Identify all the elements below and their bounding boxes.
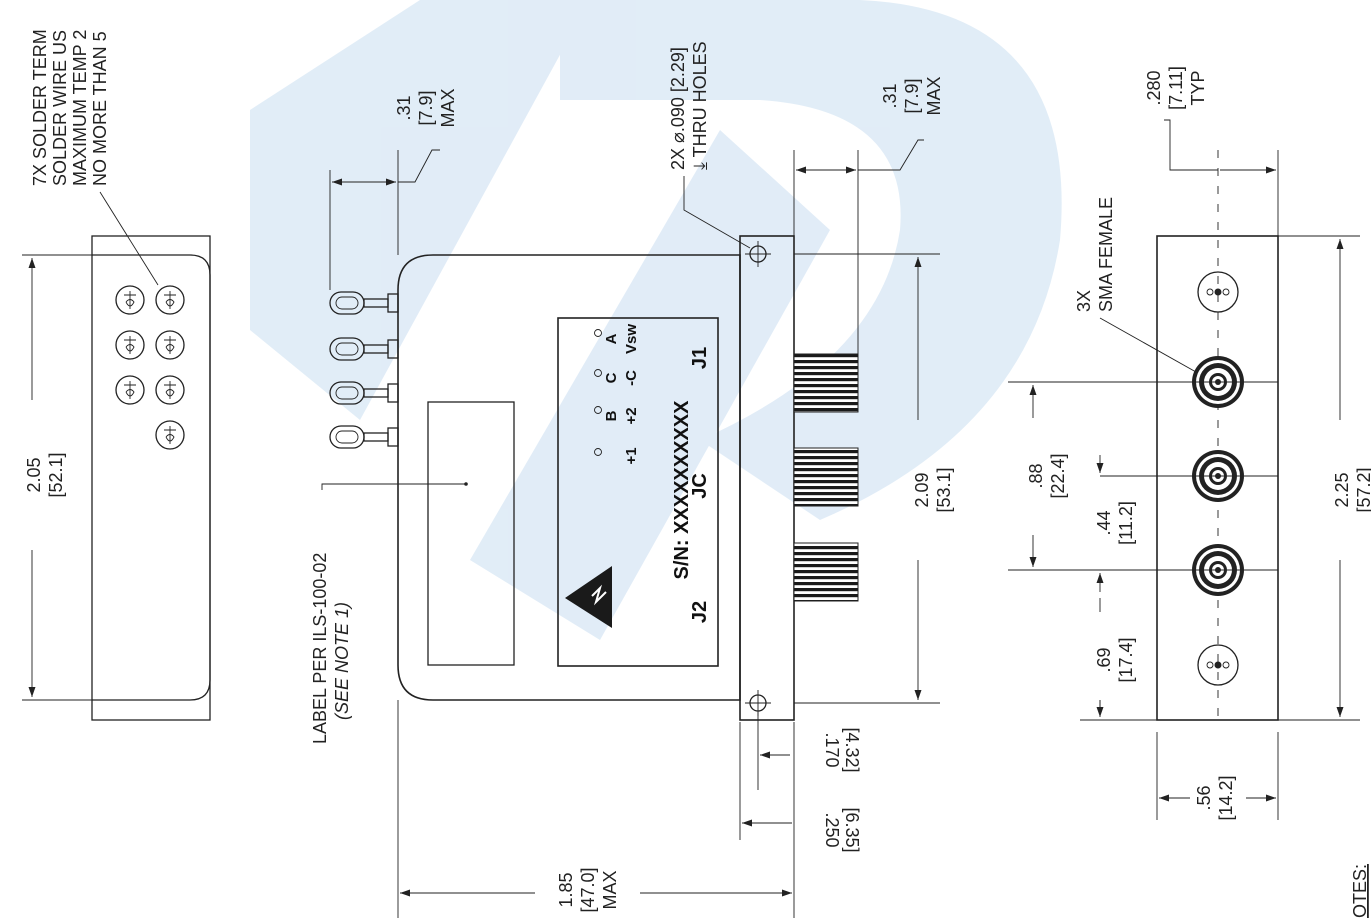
model-label: JC — [689, 473, 711, 499]
watermark-arc — [560, 0, 1062, 520]
terminal-max-leader — [398, 149, 440, 183]
front-width-mm: [47.0] — [578, 867, 598, 912]
sma-note-leader — [1099, 317, 1197, 373]
serial-number: S/N: XXXXXXXXXX — [671, 400, 693, 580]
holes-note-leader — [683, 176, 751, 249]
pad-label-vsw: Vsw — [623, 324, 640, 354]
dim-044-in: .44 — [1094, 510, 1114, 535]
dim-069-mm: [17.4] — [1116, 637, 1136, 682]
label-note-leader — [321, 483, 466, 490]
label-note-line-2: (SEE NOTE 1) — [332, 602, 352, 720]
holes-note-line-1: 2X ⌀.090 [2.29] — [668, 47, 688, 170]
pad-label-plus-2: +2 — [623, 407, 640, 424]
port-label-j1: J1 — [689, 347, 711, 369]
terminal-max-note: MAX — [438, 88, 458, 127]
mounting-hole-bottom — [745, 690, 771, 716]
label-note-line-1: LABEL PER ILS-100-02 — [310, 553, 330, 744]
connector-thread-2 — [793, 447, 859, 507]
watermark-stripe-1 — [250, 0, 590, 420]
sma-note-line-2: SMA FEMALE — [1096, 197, 1116, 312]
solder-note: 7X SOLDER TERM SOLDER WIRE US MAXIMUM TE… — [30, 29, 159, 286]
connector-max-leader — [858, 139, 924, 171]
flange-ext-lines — [739, 712, 795, 918]
end-height-in: 2.25 — [1332, 472, 1352, 507]
pad-label-plus-1: +1 — [623, 447, 640, 464]
dim-069-in: .69 — [1094, 647, 1114, 672]
connector-max-in: .31 — [880, 83, 900, 108]
end-height-mm: [57.2] — [1354, 467, 1371, 512]
pad-label-a: A — [603, 333, 620, 344]
connector-max-note: MAX — [924, 76, 944, 115]
sma-connectors-side — [793, 353, 859, 602]
front-height-mm: [53.1] — [934, 467, 954, 512]
left-view-outline — [91, 235, 211, 721]
solder-note-line-3: MAXIMUM TEMP 2 — [70, 30, 90, 186]
product-label-plate — [557, 317, 719, 667]
terminal-ext-lines — [329, 150, 399, 290]
terminal-max-in: .31 — [394, 95, 414, 120]
flange-dim-a-in: .170 — [822, 732, 842, 767]
typ-mm: [7.11] — [1166, 66, 1186, 110]
port-label-j2: J2 — [689, 601, 711, 623]
dim-088-in: .88 — [1026, 463, 1046, 488]
notes-header: OTES: — [1350, 864, 1370, 918]
pad-label-b: B — [603, 410, 620, 421]
dim-044-mm: [11.2] — [1116, 501, 1136, 545]
connector-max-mm: [7.9] — [902, 78, 922, 113]
right-view: .280 [7.11] TYP 3X SMA FEMALE .88 [22.4]… — [1008, 66, 1371, 821]
typ-note: TYP — [1188, 70, 1208, 105]
connector-end-outline — [1156, 235, 1279, 721]
typ-in: .280 — [1144, 70, 1164, 105]
dim-088-mm: [22.4] — [1048, 453, 1068, 498]
esd-warning-icon — [565, 566, 612, 628]
label-area — [427, 401, 515, 666]
connector-thread-1 — [793, 353, 859, 413]
solder-note-leader — [99, 191, 159, 286]
flange-dim-a-mm: [4.32] — [842, 727, 862, 772]
solder-note-line-1: 7X SOLDER TERM — [30, 29, 50, 186]
sma-note-line-1: 3X — [1074, 290, 1094, 312]
connector-thread-3 — [793, 542, 859, 602]
front-width-note: MAX — [600, 870, 620, 909]
left-view-height-mm: [52.1] — [46, 452, 66, 497]
left-view-height-in: 2.05 — [24, 457, 44, 492]
terminal-max-mm: [7.9] — [416, 90, 436, 125]
control-pads — [594, 329, 602, 456]
solder-note-line-2: SOLDER WIRE US — [50, 30, 70, 186]
pad-label-c: C — [603, 372, 620, 383]
end-width-in: .56 — [1194, 785, 1214, 810]
front-width-in: 1.85 — [556, 872, 576, 907]
front-height-in: 2.09 — [912, 472, 932, 507]
holes-note-line-2: ⤓ THRU HOLES — [690, 41, 710, 170]
connector-ext-lines — [793, 150, 859, 354]
end-width-mm: [14.2] — [1216, 775, 1236, 820]
solder-terminals — [115, 285, 185, 450]
end-plug-bottom — [1197, 644, 1239, 686]
watermark-stripe-2 — [470, 130, 830, 640]
terminal-pins — [329, 291, 399, 449]
left-view: 2.05 [52.1] — [22, 235, 211, 721]
left-view-body — [92, 254, 211, 701]
pad-label-minus-c: -C — [623, 370, 640, 386]
end-plug-top — [1197, 271, 1239, 313]
flange-dim-b-mm: [6.35] — [842, 807, 862, 852]
mounting-hole-top — [745, 241, 771, 267]
typ-leader — [1164, 119, 1218, 171]
front-view: A C B Vsw -C +2 +1 S/N: XXXXXXXXXX J1 JC… — [310, 41, 954, 918]
solder-note-line-4: NO MORE THAN 5 — [90, 31, 110, 186]
flange-dim-b-in: .250 — [822, 812, 842, 847]
